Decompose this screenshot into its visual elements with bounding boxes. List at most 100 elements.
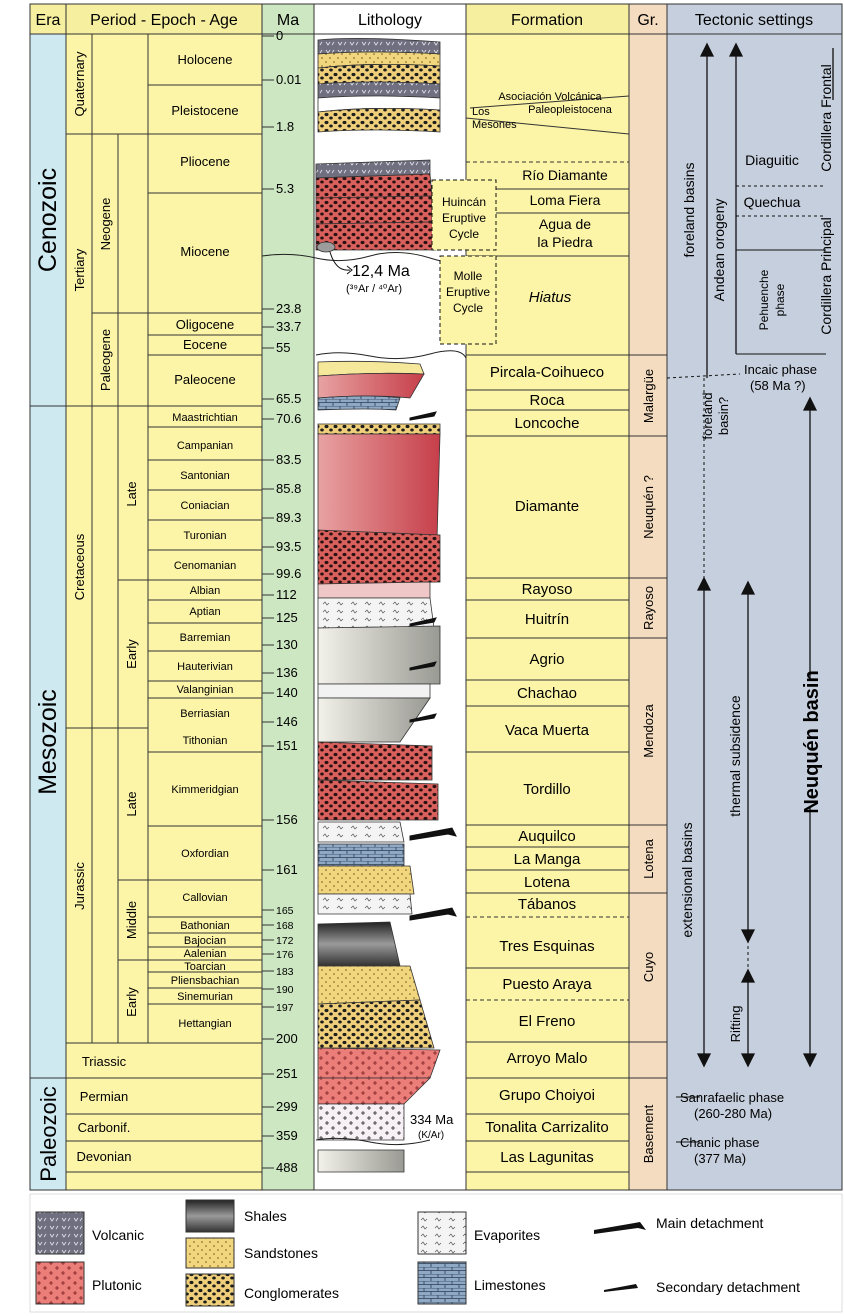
formation-las-lagunitas: Las Lagunitas: [500, 1149, 593, 1166]
ma-tick-label: 172: [276, 935, 294, 947]
period-neogene: Neogene: [98, 198, 113, 251]
ma-tick-label: 197: [276, 1002, 294, 1014]
formation-vaca-muerta: Vaca Muerta: [505, 722, 590, 739]
cycle-huincan-1: Huincán: [442, 195, 486, 209]
age-callovian: Callovian: [182, 892, 227, 904]
period-devonian: Devonian: [77, 1149, 132, 1164]
bed-tres-esquinas-shale: [318, 922, 400, 966]
ma-tick-label: 136: [276, 665, 298, 680]
formation-los: Los: [472, 106, 490, 118]
ma-tick-label: 190: [276, 984, 294, 996]
legend-secondary-detachment: Secondary detachment: [656, 1279, 800, 1295]
age-sinemurian: Sinemurian: [177, 991, 233, 1003]
age-hettangian: Hettangian: [178, 1018, 231, 1030]
ma-tick-label: 488: [276, 1160, 298, 1175]
legend-main-detachment: Main detachment: [656, 1215, 764, 1231]
age-albian: Albian: [190, 585, 221, 597]
cycle-huincan-3: Cycle: [449, 227, 479, 241]
ma-tick-label: 168: [276, 920, 294, 932]
ma-tick-label: 93.5: [276, 539, 301, 554]
header-ma: Ma: [277, 12, 299, 29]
legend-plutonic: Plutonic: [92, 1277, 142, 1293]
tectonic-foreland-basin-1: foreland: [700, 393, 715, 440]
age-toarcian: Toarcian: [184, 961, 226, 973]
header-group: Gr.: [637, 12, 658, 29]
formation-grupo-choiyoi: Grupo Choiyoi: [499, 1087, 595, 1104]
ma-tick-label: 151: [276, 738, 298, 753]
tectonic-thermal-subsidence: thermal subsidence: [727, 695, 743, 817]
ma-tick-label: 70.6: [276, 411, 301, 426]
bed-redcongl-2: [316, 196, 432, 224]
bed-puesto-araya-sand: [318, 966, 420, 1004]
bed-roca-lime: [318, 396, 400, 410]
header-era: Era: [36, 12, 61, 29]
tectonic-chanic-2: (377 Ma): [694, 1151, 746, 1166]
age-valanginian: Valanginian: [177, 684, 234, 696]
bed-congl-2: [318, 108, 440, 132]
ma-tick-label: 299: [276, 1099, 298, 1114]
tectonic-rifting: Rifting: [728, 1006, 743, 1043]
formation-el-freno: El Freno: [519, 1013, 576, 1030]
group-basement: Basement: [641, 1104, 656, 1163]
epoch-jurassic-middle: Middle: [124, 901, 139, 939]
formation-mesones: Mesones: [472, 119, 517, 131]
group-mendoza: Mendoza: [641, 703, 656, 757]
group-lotena: Lotena: [641, 838, 656, 879]
legend-limestones-swatch: [418, 1262, 466, 1304]
age-campanian: Campanian: [177, 440, 233, 452]
age-kimmeridgian: Kimmeridgian: [171, 784, 238, 796]
period-paleogene: Paleogene: [98, 329, 113, 391]
ma-tick-label: 176: [276, 949, 294, 961]
formation-auquilco: Auquilco: [518, 828, 576, 845]
epoch-pleistocene: Pleistocene: [171, 103, 238, 118]
legend-sandstones-swatch: [186, 1238, 234, 1268]
formation-hiatus: Hiatus: [529, 289, 572, 306]
bed-diamante-congl: [318, 530, 440, 584]
age-turonian: Turonian: [183, 530, 226, 542]
formation-diamante: Diamante: [515, 498, 579, 515]
bed-tordillo-2: [318, 780, 438, 820]
bed-volcanic-2: [318, 82, 440, 98]
formation-puesto-araya: Puesto Araya: [502, 976, 592, 993]
bed-loncoche: [318, 424, 440, 434]
ma-tick-label: 146: [276, 714, 298, 729]
bed-tabanos-evap: [318, 894, 412, 914]
formation-pircala: Pircala-Coihueco: [490, 364, 604, 381]
ma-tick-label: 161: [276, 862, 298, 877]
legend-sandstones: Sandstones: [244, 1245, 318, 1261]
period-triassic: Triassic: [82, 1054, 127, 1069]
epoch-oligocene: Oligocene: [176, 317, 235, 332]
tectonic-neuquen-basin-label: Neuquén basin: [801, 670, 823, 813]
header-tectonic: Tectonic settings: [695, 12, 813, 29]
tectonic-cordillera-principal: Cordillera Principal: [818, 217, 834, 335]
cycle-molle-3: Cycle: [453, 301, 483, 315]
tectonic-diaguitic: Diaguitic: [745, 152, 799, 168]
tectonic-foreland-basin-2: basin?: [716, 397, 731, 435]
tectonic-andean-orogeny: Andean orogeny: [711, 199, 727, 302]
formation-rio-diamante: Río Diamante: [522, 167, 608, 183]
formation-lotena: Lotena: [524, 874, 571, 891]
formation-tordillo: Tordillo: [523, 781, 571, 798]
tectonic-pehuenche-2: phase: [773, 283, 787, 316]
tectonic-quechua: Quechua: [744, 194, 801, 210]
bed-tordillo-1: [318, 742, 432, 780]
age-cenomanian: Cenomanian: [174, 560, 236, 572]
ma-tick-label: 125: [276, 610, 298, 625]
group-rayoso: Rayoso: [641, 586, 656, 630]
legend-shales-swatch: [186, 1200, 234, 1232]
bed-carrizalito: [318, 1104, 404, 1140]
age-maastrichtian: Maastrichtian: [172, 412, 237, 424]
tectonic-extensional-basins: extensional basins: [679, 822, 695, 937]
bed-paleocene-red: [318, 373, 424, 398]
bed-el-freno-congl: [318, 1000, 434, 1048]
legend-conglomerates: Conglomerates: [244, 1285, 339, 1301]
header-period: Period - Epoch - Age: [90, 12, 238, 29]
epoch-cretaceous-late: Late: [124, 481, 139, 506]
bed-auquilco-evap: [318, 822, 404, 842]
bed-agrio: [318, 626, 440, 684]
ma-tick-label: 1.8: [276, 119, 294, 134]
formation-agua-2: la Piedra: [537, 234, 592, 250]
formation-huitrin: Huitrín: [525, 611, 569, 628]
ma-tick-label: 165: [276, 905, 294, 917]
bed-lotena-sand: [318, 866, 414, 894]
